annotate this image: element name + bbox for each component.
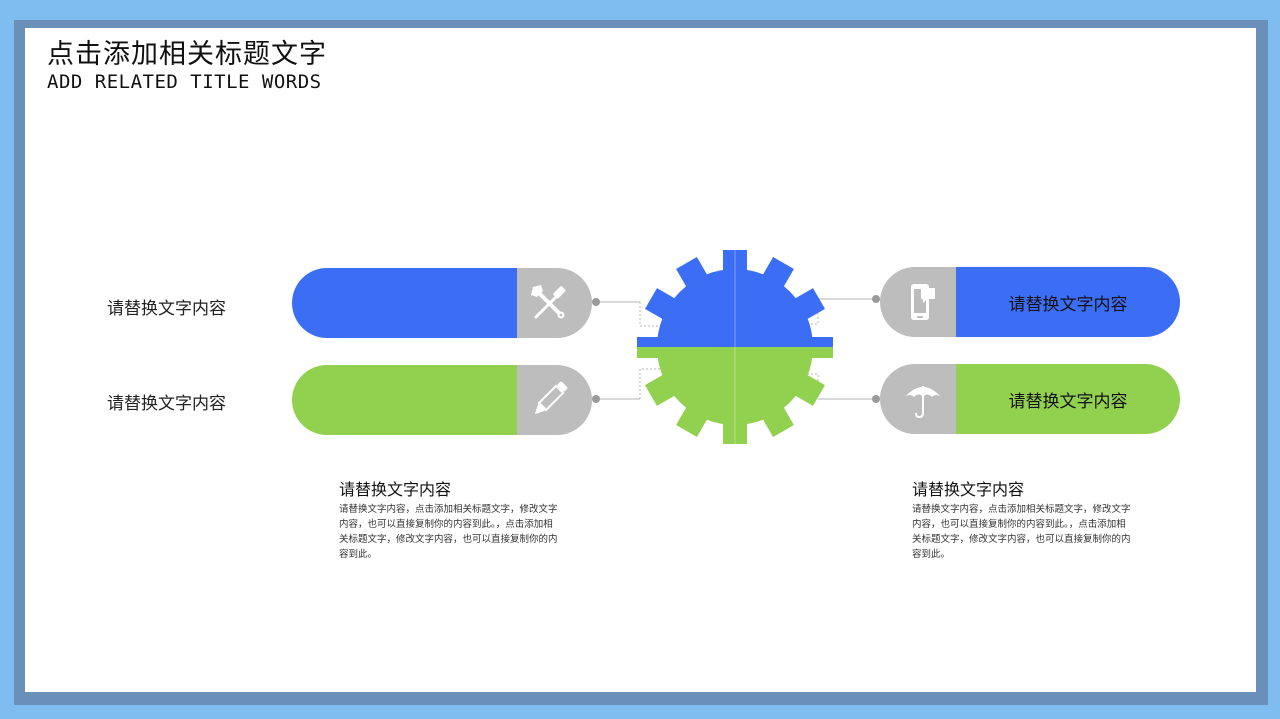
left-pill-1-color bbox=[292, 268, 517, 338]
umbrella-icon bbox=[905, 386, 941, 419]
connector-dot bbox=[872, 295, 880, 303]
left-pill-2-color bbox=[292, 365, 517, 435]
left-label-2[interactable]: 请替换文字内容 bbox=[107, 394, 226, 414]
right-label-2[interactable]: 请替换文字内容 bbox=[1008, 391, 1128, 412]
description-block-right: 请替换文字内容 请替换文字内容，点击添加相关标题文字，修改文字内容，也可以直接复… bbox=[912, 476, 1132, 562]
right-pill-1-color: 请替换文字内容 bbox=[956, 267, 1180, 337]
description-body[interactable]: 请替换文字内容，点击添加相关标题文字，修改文字内容，也可以直接复制你的内容到此。… bbox=[912, 504, 1131, 560]
right-pill-2-color: 请替换文字内容 bbox=[956, 364, 1180, 434]
slide-subtitle[interactable]: ADD RELATED TITLE WORDS bbox=[47, 71, 322, 93]
left-pill-1-iconbox bbox=[517, 268, 592, 338]
pencil-icon bbox=[534, 381, 567, 415]
description-title[interactable]: 请替换文字内容 bbox=[339, 480, 452, 499]
connector-dot bbox=[872, 395, 880, 403]
right-label-1[interactable]: 请替换文字内容 bbox=[1008, 294, 1128, 315]
tools-icon bbox=[530, 285, 565, 319]
description-block-left: 请替换文字内容 请替换文字内容，点击添加相关标题文字，修改文字内容，也可以直接复… bbox=[339, 476, 559, 562]
slide: 点击添加相关标题文字 ADD RELATED TITLE WORDS bbox=[25, 28, 1256, 692]
left-pill-1[interactable] bbox=[292, 268, 592, 338]
right-pill-2[interactable]: 请替换文字内容 bbox=[880, 364, 1180, 434]
right-pill-1-iconbox bbox=[880, 267, 956, 337]
left-pill-2[interactable] bbox=[292, 365, 592, 435]
left-label-1[interactable]: 请替换文字内容 bbox=[107, 299, 226, 319]
right-pill-1[interactable]: 请替换文字内容 bbox=[880, 267, 1180, 337]
mobile-message-icon bbox=[911, 284, 935, 320]
slide-title[interactable]: 点击添加相关标题文字 bbox=[47, 39, 327, 70]
description-body[interactable]: 请替换文字内容，点击添加相关标题文字，修改文字内容，也可以直接复制你的内容到此。… bbox=[339, 504, 558, 560]
connector-dot bbox=[592, 298, 600, 306]
connector-dot bbox=[592, 395, 600, 403]
right-pill-2-iconbox bbox=[880, 364, 956, 434]
description-title[interactable]: 请替换文字内容 bbox=[912, 480, 1025, 499]
left-pill-2-iconbox bbox=[517, 365, 592, 435]
